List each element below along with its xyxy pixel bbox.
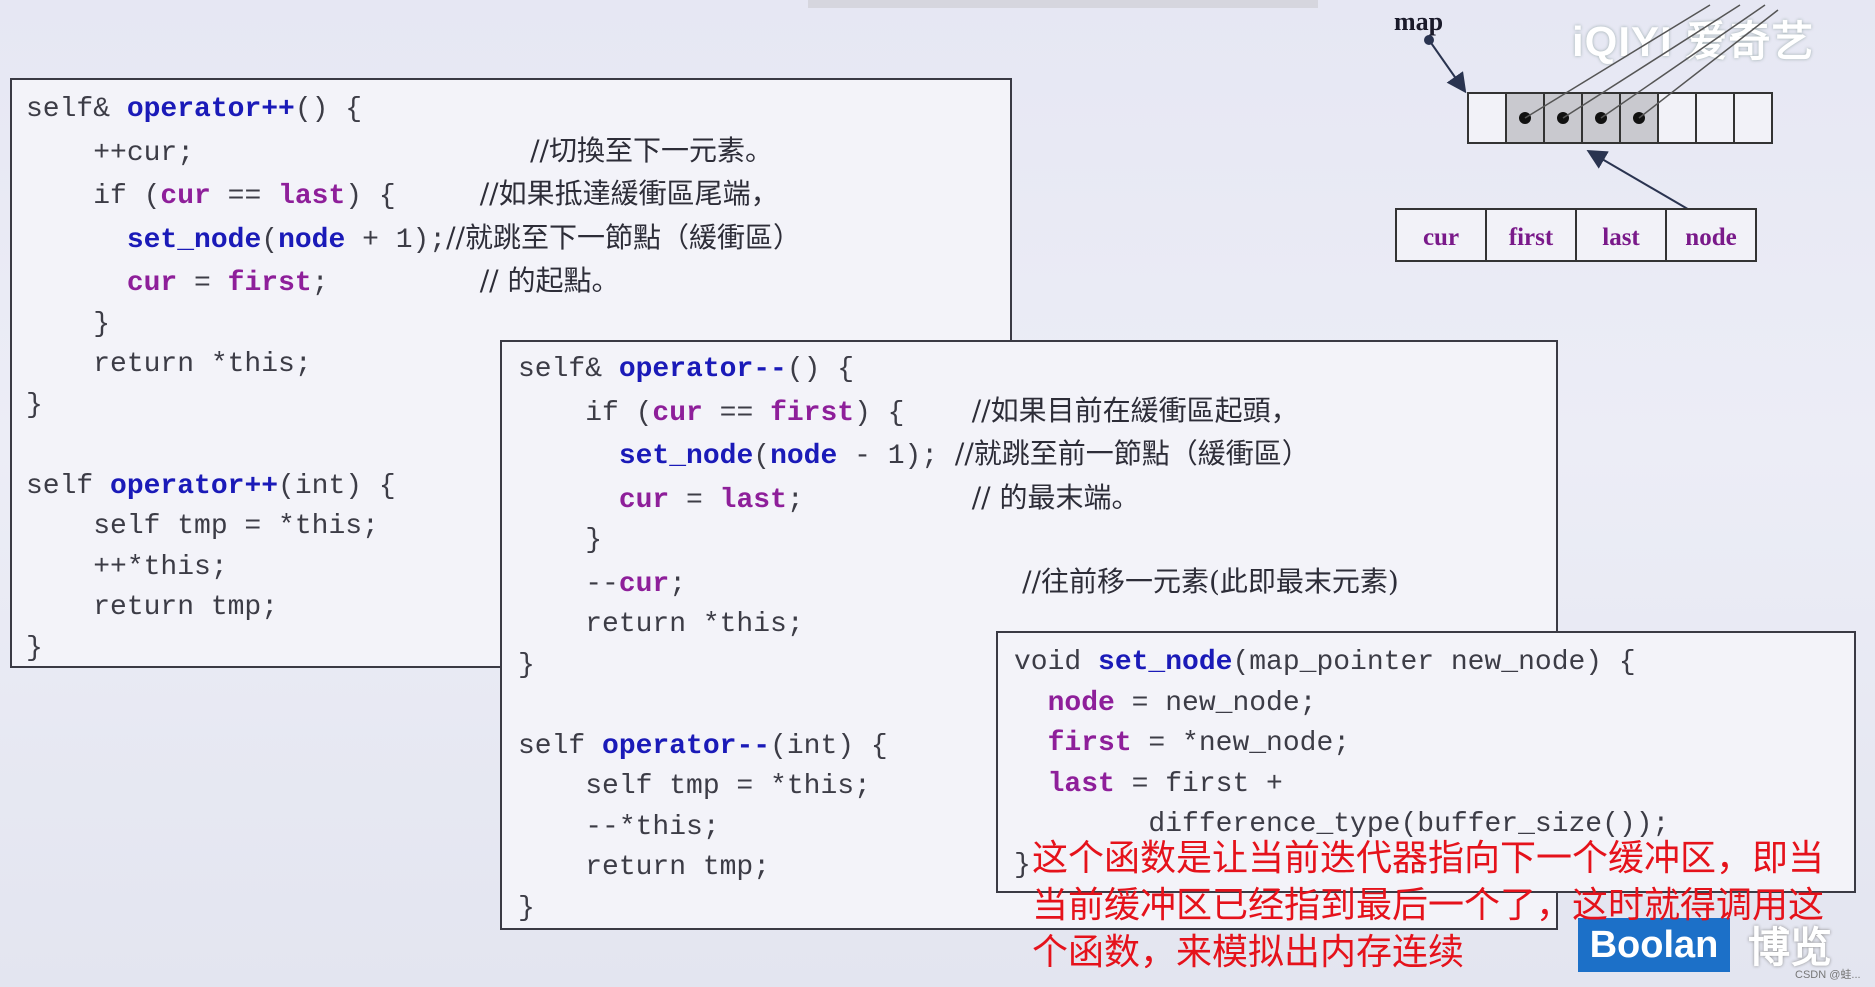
deque-map-diagram: map cur first last node bbox=[1394, 4, 1779, 262]
map-array bbox=[1467, 92, 1773, 144]
field-last: last bbox=[1602, 224, 1640, 251]
boolan-logo: Boolan bbox=[1578, 918, 1730, 972]
set-node-code: void set_node(map_pointer new_node) { no… bbox=[996, 631, 1856, 893]
subtitle-caption: 这个函数是让当前迭代器指向下一个缓冲区，即当当前缓冲区已经指到最后一个了，这时就… bbox=[1032, 838, 1825, 973]
comment-line: //切換至下一元素。 bbox=[530, 133, 773, 167]
iqiyi-logo: iQIYI 爱奇艺 bbox=[1572, 18, 1815, 65]
field-cur: cur bbox=[1423, 224, 1459, 251]
title-strip bbox=[808, 0, 1318, 8]
map-label: map bbox=[1394, 7, 1443, 36]
field-first: first bbox=[1509, 224, 1554, 251]
boolan-cn-logo: 博览 bbox=[1748, 923, 1833, 972]
watermark: CSDN @蛙... bbox=[1795, 969, 1861, 981]
field-node: node bbox=[1685, 224, 1736, 251]
